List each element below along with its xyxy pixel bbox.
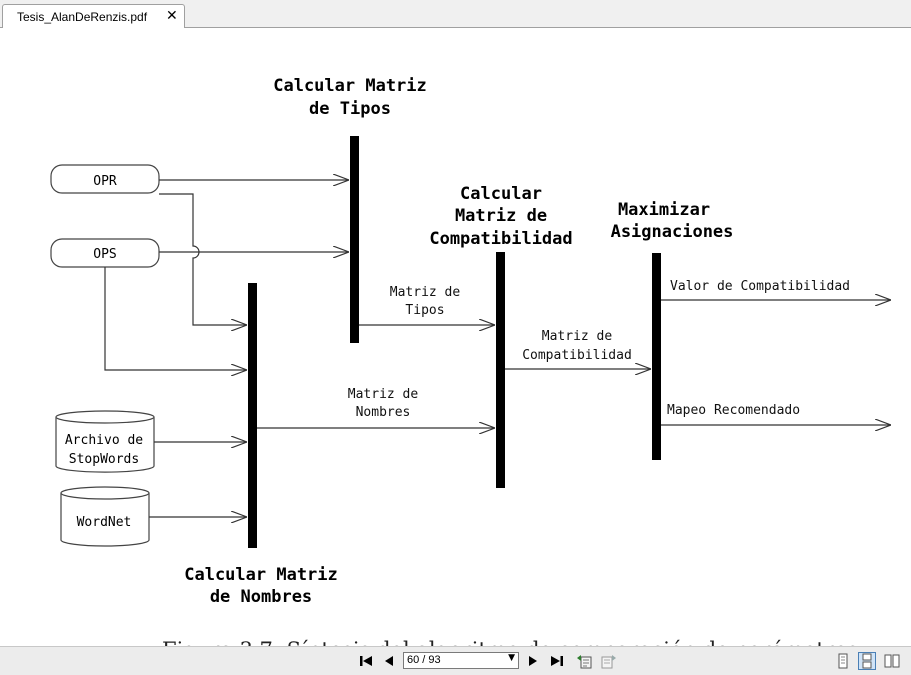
label-compat-line1: Matriz de	[542, 329, 613, 344]
figure-caption: Figura 3.7: Síntesis del algoritmo de co…	[162, 638, 858, 646]
tab-title: Tesis_AlanDeRenzis.pdf	[17, 10, 148, 24]
heading-compat-line2: Matriz de	[455, 206, 547, 226]
forward-history-icon[interactable]	[600, 652, 618, 670]
input-label-ops: OPS	[93, 247, 116, 262]
heading-max-line1: Maximizar	[618, 200, 710, 220]
output-label-mapeo: Mapeo Recomendado	[667, 403, 800, 418]
navigation-bar: 60 / 93 ▼	[0, 646, 911, 675]
store-stopwords-line1: Archivo de	[65, 433, 143, 448]
close-icon[interactable]: ✕	[166, 8, 178, 24]
flow-diagram: Calcular Matriz de Tipos Calcular Matriz…	[50, 76, 891, 607]
chevron-down-icon: ▼	[508, 653, 515, 663]
label-compat-line2: Compatibilidad	[522, 348, 632, 363]
input-label-opr: OPR	[93, 174, 117, 189]
last-page-icon[interactable]	[548, 652, 566, 670]
label-tipos-line1: Matriz de	[390, 285, 461, 300]
prev-page-icon[interactable]	[380, 652, 398, 670]
back-history-icon[interactable]	[575, 652, 593, 670]
heading-compat-line3: Compatibilidad	[429, 229, 572, 249]
document-page: Calcular Matriz de Tipos Calcular Matriz…	[0, 28, 911, 646]
label-nombres-line1: Matriz de	[348, 387, 419, 402]
process-bar-max	[652, 253, 661, 460]
process-bar-tipos	[350, 136, 359, 343]
continuous-view-icon[interactable]	[858, 652, 876, 670]
tab-bar: Tesis_AlanDeRenzis.pdf ✕	[0, 0, 911, 28]
store-wordnet-label: WordNet	[77, 515, 132, 530]
label-tipos-line2: Tipos	[405, 303, 444, 318]
process-bar-nombres	[248, 283, 257, 548]
heading-nombres-line2: de Nombres	[210, 587, 312, 607]
store-stopwords	[55, 410, 155, 473]
page-number-select[interactable]: 60 / 93 ▼	[403, 652, 519, 669]
document-tab[interactable]: Tesis_AlanDeRenzis.pdf ✕	[2, 4, 185, 28]
next-page-icon[interactable]	[524, 652, 542, 670]
heading-max-line2: Asignaciones	[611, 222, 734, 242]
page-number-value: 60 / 93	[407, 654, 441, 666]
heading-tipos-line2: de Tipos	[309, 99, 391, 119]
arrow-opr-nombres	[159, 193, 247, 325]
facing-pages-view-icon[interactable]	[883, 652, 901, 670]
heading-compat-line1: Calcular	[460, 184, 542, 204]
store-stopwords-line2: StopWords	[69, 452, 139, 467]
first-page-icon[interactable]	[357, 652, 375, 670]
store-wordnet	[60, 486, 150, 547]
heading-tipos-line1: Calcular Matriz	[273, 76, 427, 96]
label-nombres-line2: Nombres	[356, 405, 411, 420]
input-box-opr	[50, 164, 160, 194]
arrow-ops-nombres	[104, 267, 247, 370]
single-page-view-icon[interactable]	[834, 652, 852, 670]
heading-nombres-line1: Calcular Matriz	[184, 565, 338, 585]
process-bar-compat	[496, 252, 505, 488]
output-label-valor: Valor de Compatibilidad	[670, 279, 850, 294]
